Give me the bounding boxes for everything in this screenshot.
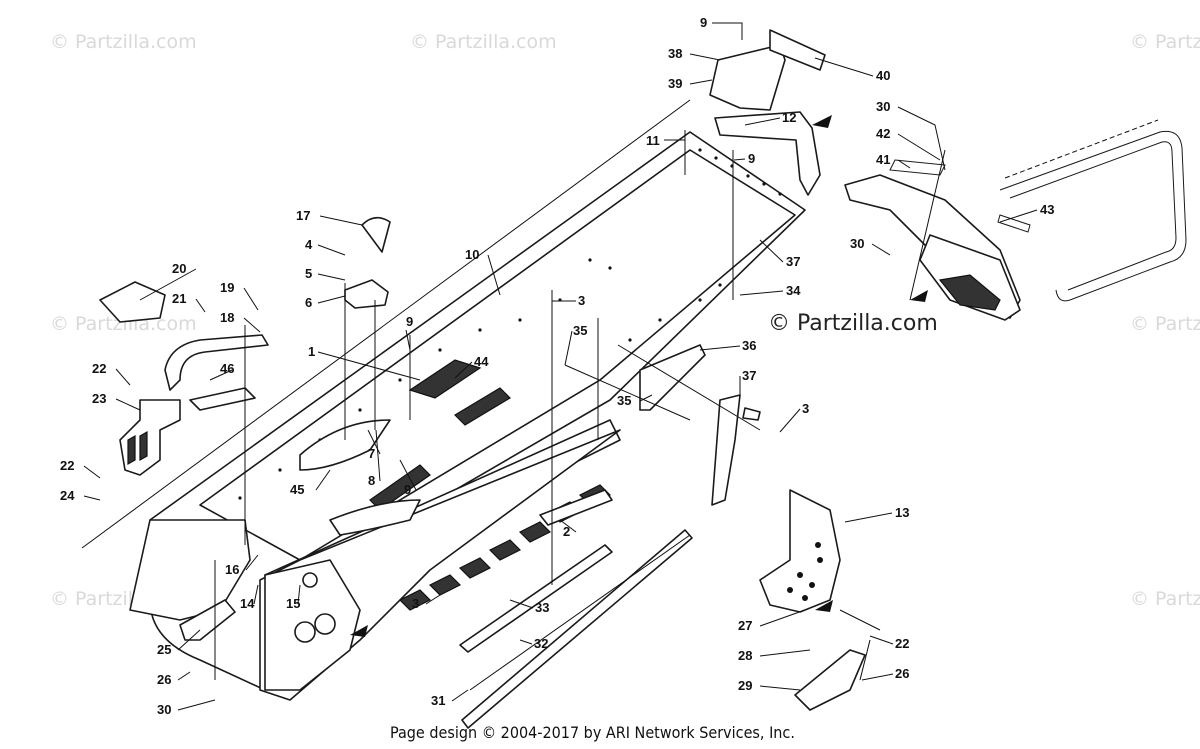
callout-38: 37 xyxy=(786,254,800,269)
callout-9: 9 xyxy=(406,314,413,329)
callout-26: 26 xyxy=(157,672,171,687)
callout-28: 27 xyxy=(738,618,752,633)
callout-41: 40 xyxy=(876,68,890,83)
callout-36: 36 xyxy=(742,338,756,353)
callout-20: 20 xyxy=(172,261,186,276)
tunnel-assembly xyxy=(129,131,806,701)
callout-22: 22 xyxy=(60,458,74,473)
callout-24: 24 xyxy=(60,488,75,503)
callout-45: 45 xyxy=(290,482,304,497)
callout-32: 32 xyxy=(534,636,548,651)
watermark: © Partzilla.com xyxy=(50,31,197,53)
callout-16: 16 xyxy=(225,562,239,577)
side-brackets-36-37 xyxy=(639,344,761,506)
assembly-lines xyxy=(81,99,946,691)
callout-9: 9 xyxy=(700,15,707,30)
runner-bars xyxy=(459,489,693,729)
callout-30: 30 xyxy=(850,236,864,251)
callout-40: 39 xyxy=(668,76,682,91)
callout-26: 26 xyxy=(895,666,909,681)
watermark: © Partzilla.com xyxy=(410,31,557,53)
rear-bracket-12 xyxy=(714,111,821,196)
callout-43: 42 xyxy=(876,126,890,141)
callout-31: 31 xyxy=(431,693,445,708)
callout-15: 15 xyxy=(286,596,300,611)
callout-2: 2 xyxy=(563,524,570,539)
callout-35: 35 xyxy=(573,323,587,338)
callout-9: 9 xyxy=(748,151,755,166)
callout-23: 23 xyxy=(92,391,106,406)
callout-47: 46 xyxy=(220,361,234,376)
callout-35: 35 xyxy=(617,393,631,408)
callout-3: 3 xyxy=(802,401,809,416)
callout-4: 4 xyxy=(305,237,313,252)
watermark: © Partzilla.com xyxy=(1130,31,1200,53)
cap-parts xyxy=(344,216,391,309)
watermark: © Partzilla.com xyxy=(1130,313,1200,335)
callout-5: 5 xyxy=(305,266,312,281)
callout-18: 18 xyxy=(220,310,234,325)
callout-33: 33 xyxy=(535,600,549,615)
tail-flap-assembly xyxy=(844,159,1031,321)
callout-13: 13 xyxy=(895,505,909,520)
callout-7: 7 xyxy=(368,446,375,461)
callout-9: 9 xyxy=(404,482,411,497)
callout-12: 12 xyxy=(782,110,796,125)
callout-30: 30 xyxy=(157,702,171,717)
callout-1: 1 xyxy=(308,344,315,359)
callout-30: 30 xyxy=(876,99,890,114)
callout-22: 22 xyxy=(92,361,106,376)
callout-labels: 9 38 39 40 11 12 9 30 42 41 43 30 37 34 … xyxy=(60,15,1054,717)
callout-3: 3 xyxy=(412,596,419,611)
callout-3: 3 xyxy=(578,293,585,308)
callout-44: 43 xyxy=(1040,202,1054,217)
callout-34: 34 xyxy=(786,283,801,298)
rear-bumper xyxy=(999,119,1187,302)
callout-46: 44 xyxy=(474,354,489,369)
callout-22: 22 xyxy=(895,636,909,651)
footer-credit: Page design © 2004-2017 by ARI Network S… xyxy=(390,723,795,742)
callout-27: 29 xyxy=(738,678,752,693)
callout-19: 19 xyxy=(220,280,234,295)
callout-11: 11 xyxy=(646,133,660,148)
brand-watermark: © Partzilla.com xyxy=(768,311,938,336)
callout-42: 41 xyxy=(876,152,890,167)
callout-25: 25 xyxy=(157,642,171,657)
callout-8: 8 xyxy=(368,473,375,488)
hitch-bracket-39 xyxy=(709,29,826,111)
watermark: © Partzilla.com xyxy=(1130,588,1200,610)
callout-14: 14 xyxy=(240,596,255,611)
callout-39: 38 xyxy=(668,46,682,61)
callout-29: 28 xyxy=(738,648,752,663)
callout-21: 21 xyxy=(172,291,186,306)
callout-10: 10 xyxy=(465,247,479,262)
callout-6: 6 xyxy=(305,295,312,310)
direction-arrows xyxy=(350,115,928,637)
callout-17: 17 xyxy=(296,208,310,223)
front-left-parts xyxy=(99,281,269,476)
callout-37: 37 xyxy=(742,368,756,383)
